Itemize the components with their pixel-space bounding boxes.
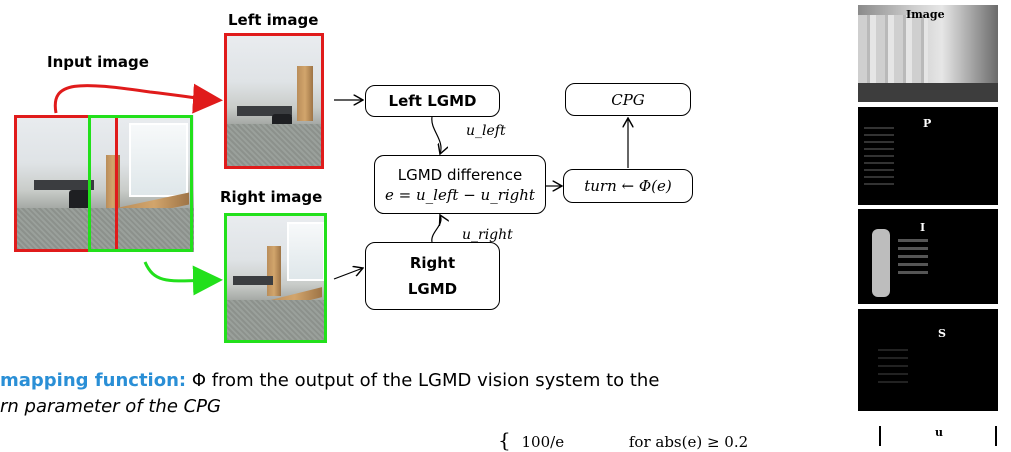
- mapping-text-line1: mapping function: Φ from the output of t…: [0, 370, 659, 391]
- panel-image-label: Image: [906, 8, 945, 21]
- left-image-label: Left image: [228, 11, 319, 29]
- panel-i-label: I: [920, 221, 926, 234]
- mapping-body: Φ from the output of the LGMD vision sys…: [191, 370, 660, 391]
- right-lgmd-box: Right LGMD: [365, 242, 500, 310]
- turn-box: turn ← Φ(e): [563, 169, 693, 203]
- panel-p-label: P: [923, 117, 932, 130]
- left-image: [224, 33, 324, 169]
- panel-u: u: [879, 426, 997, 446]
- formula-partial: { 100/e for abs(e) ≥ 0.2: [498, 428, 748, 452]
- right-image: [224, 213, 327, 343]
- difference-title: LGMD difference: [397, 165, 523, 184]
- formula-brace: {: [498, 428, 511, 452]
- arrow-right-image-to-lgmd: [333, 268, 363, 280]
- red-curve-arrow: [53, 83, 223, 114]
- cpg-label: CPG: [611, 90, 645, 109]
- formula-value: 100/e: [521, 433, 565, 451]
- panel-i: I: [858, 209, 998, 304]
- right-image-label: Right image: [220, 188, 323, 206]
- mapping-heading: mapping function:: [0, 370, 187, 391]
- arrow-right-lgmd-to-difference: [431, 215, 441, 243]
- u-left-label: u_left: [466, 123, 506, 139]
- u-right-label: u_right: [462, 227, 513, 243]
- cpg-box: CPG: [565, 83, 691, 116]
- mapping-text-line2: rn parameter of the CPG: [0, 396, 221, 417]
- lgmd-difference-box: LGMD difference e = u_left − u_right: [374, 155, 546, 214]
- panel-s-label: S: [938, 327, 946, 340]
- turn-label: turn ← Φ(e): [584, 177, 672, 195]
- input-right-crop-frame: [88, 115, 193, 252]
- input-image-label: Input image: [47, 53, 149, 71]
- panel-p: P: [858, 107, 998, 205]
- panel-s: S: [858, 309, 998, 411]
- right-lgmd-line1: Right: [409, 254, 456, 272]
- arrow-left-lgmd-to-difference: [431, 116, 441, 154]
- green-curve-arrow: [143, 261, 223, 296]
- input-left-crop-frame: [14, 115, 118, 252]
- left-lgmd-label: Left LGMD: [388, 92, 477, 110]
- diagram-connectors: [53, 83, 860, 296]
- difference-equation: e = u_left − u_right: [385, 185, 535, 204]
- panel-u-label: u: [935, 426, 943, 439]
- formula-condition: for abs(e) ≥ 0.2: [628, 433, 749, 451]
- right-lgmd-line2: LGMD: [407, 280, 458, 298]
- left-lgmd-box: Left LGMD: [365, 85, 500, 117]
- panel-image: Image: [858, 5, 998, 102]
